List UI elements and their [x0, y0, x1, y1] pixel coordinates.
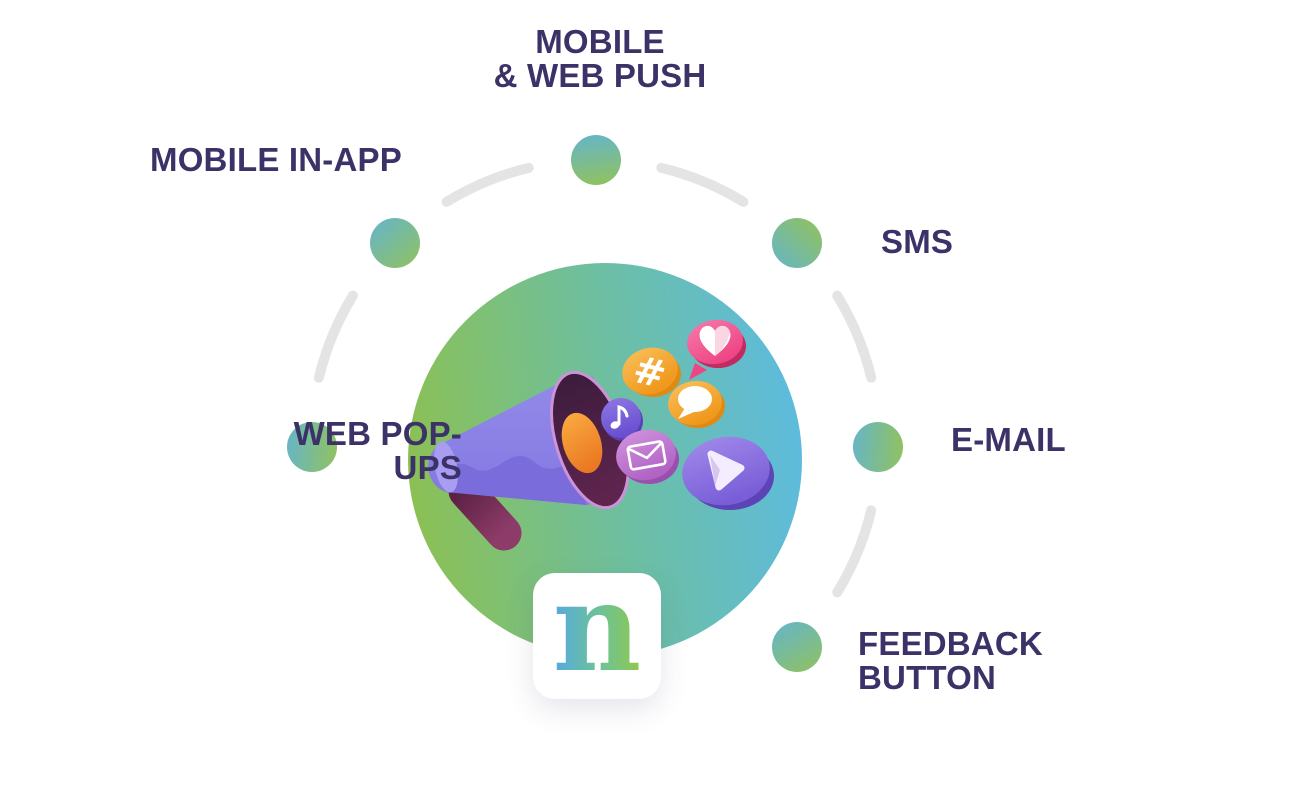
envelope-bubble-icon: [616, 429, 679, 484]
ring-arc-lower-right: [832, 505, 877, 598]
channel-dot-feedback-button: [772, 622, 822, 672]
channel-dot-web-pop-ups: [287, 422, 337, 472]
channel-label-web-pop-ups: WEB POP- UPS: [293, 415, 462, 486]
channel-label-sms: SMS: [881, 223, 954, 260]
brand-logo-card: n: [533, 555, 661, 699]
chat-bubble-icon: [668, 380, 725, 428]
heart-bubble-icon: [687, 319, 746, 380]
ring-arc-upper-right: [656, 162, 749, 207]
brand-logo-letter: n: [553, 573, 642, 699]
hashtag-bubble-icon: #: [622, 347, 681, 397]
brand-logo: n: [553, 555, 642, 699]
channel-label-e-mail: E-MAIL: [951, 421, 1066, 458]
ring-arc-upper-left: [441, 162, 534, 207]
channel-dot-e-mail: [853, 422, 903, 472]
channel-dot-mobile-web-push: [571, 135, 621, 185]
megaphone-illustration: #: [428, 319, 774, 551]
channel-dot-mobile-in-app: [370, 218, 420, 268]
megaphone-icon: [428, 370, 630, 551]
music-note-bubble-icon: [601, 398, 643, 441]
ring-arc-right: [832, 290, 877, 383]
channel-dot-sms: [772, 218, 822, 268]
channel-label-feedback-button: FEEDBACK BUTTON: [858, 625, 1043, 696]
channel-label-mobile-in-app: MOBILE IN-APP: [150, 141, 402, 178]
channel-label-mobile-web-push: MOBILE & WEB PUSH: [493, 23, 707, 94]
play-bubble-icon: [682, 436, 774, 510]
ring-arc-left: [313, 290, 358, 383]
